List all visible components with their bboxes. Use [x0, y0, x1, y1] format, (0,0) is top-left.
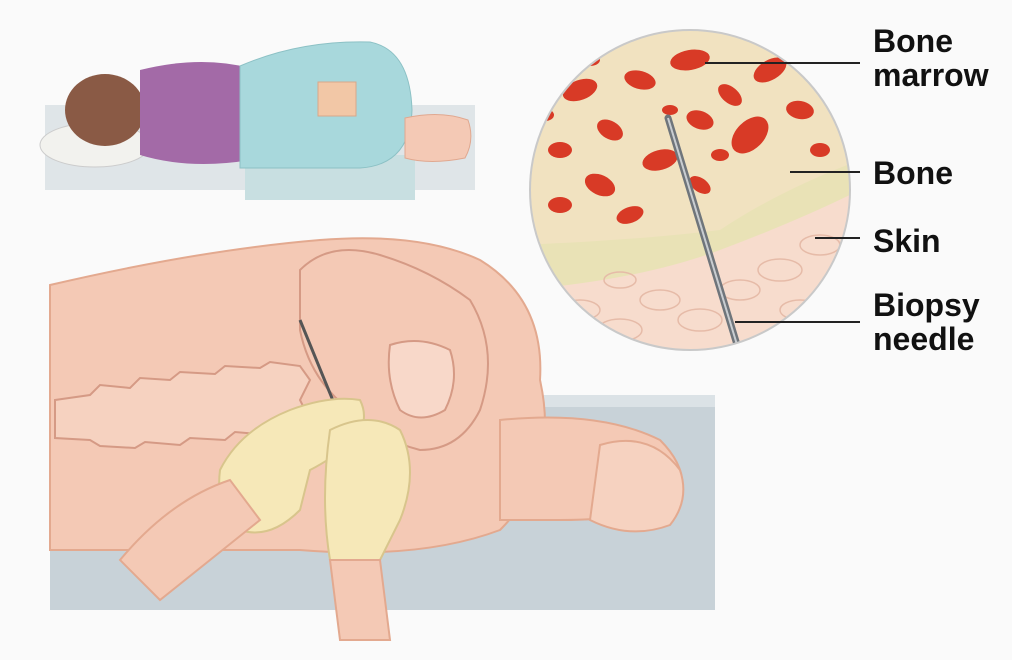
label-bone-marrow-line1: Bone	[873, 24, 989, 58]
label-bone-text: Bone	[873, 156, 953, 190]
patient-head	[65, 74, 145, 146]
label-skin: Skin	[873, 224, 941, 258]
label-bone: Bone	[873, 156, 953, 190]
label-biopsy-needle-line2: needle	[873, 322, 980, 356]
label-bone-marrow-line2: marrow	[873, 58, 989, 92]
label-biopsy-needle-line1: Biopsy	[873, 288, 980, 322]
patient-feet	[405, 114, 471, 161]
arm-right	[330, 560, 390, 640]
label-biopsy-needle: Biopsy needle	[873, 288, 980, 356]
sacrum-outline	[389, 341, 454, 418]
patient-shirt	[140, 62, 250, 164]
patient-overview-figure	[40, 42, 475, 200]
label-bone-marrow: Bone marrow	[873, 24, 989, 92]
label-skin-text: Skin	[873, 224, 941, 258]
magnified-inset	[520, 20, 860, 360]
biopsy-site-window	[318, 82, 356, 116]
